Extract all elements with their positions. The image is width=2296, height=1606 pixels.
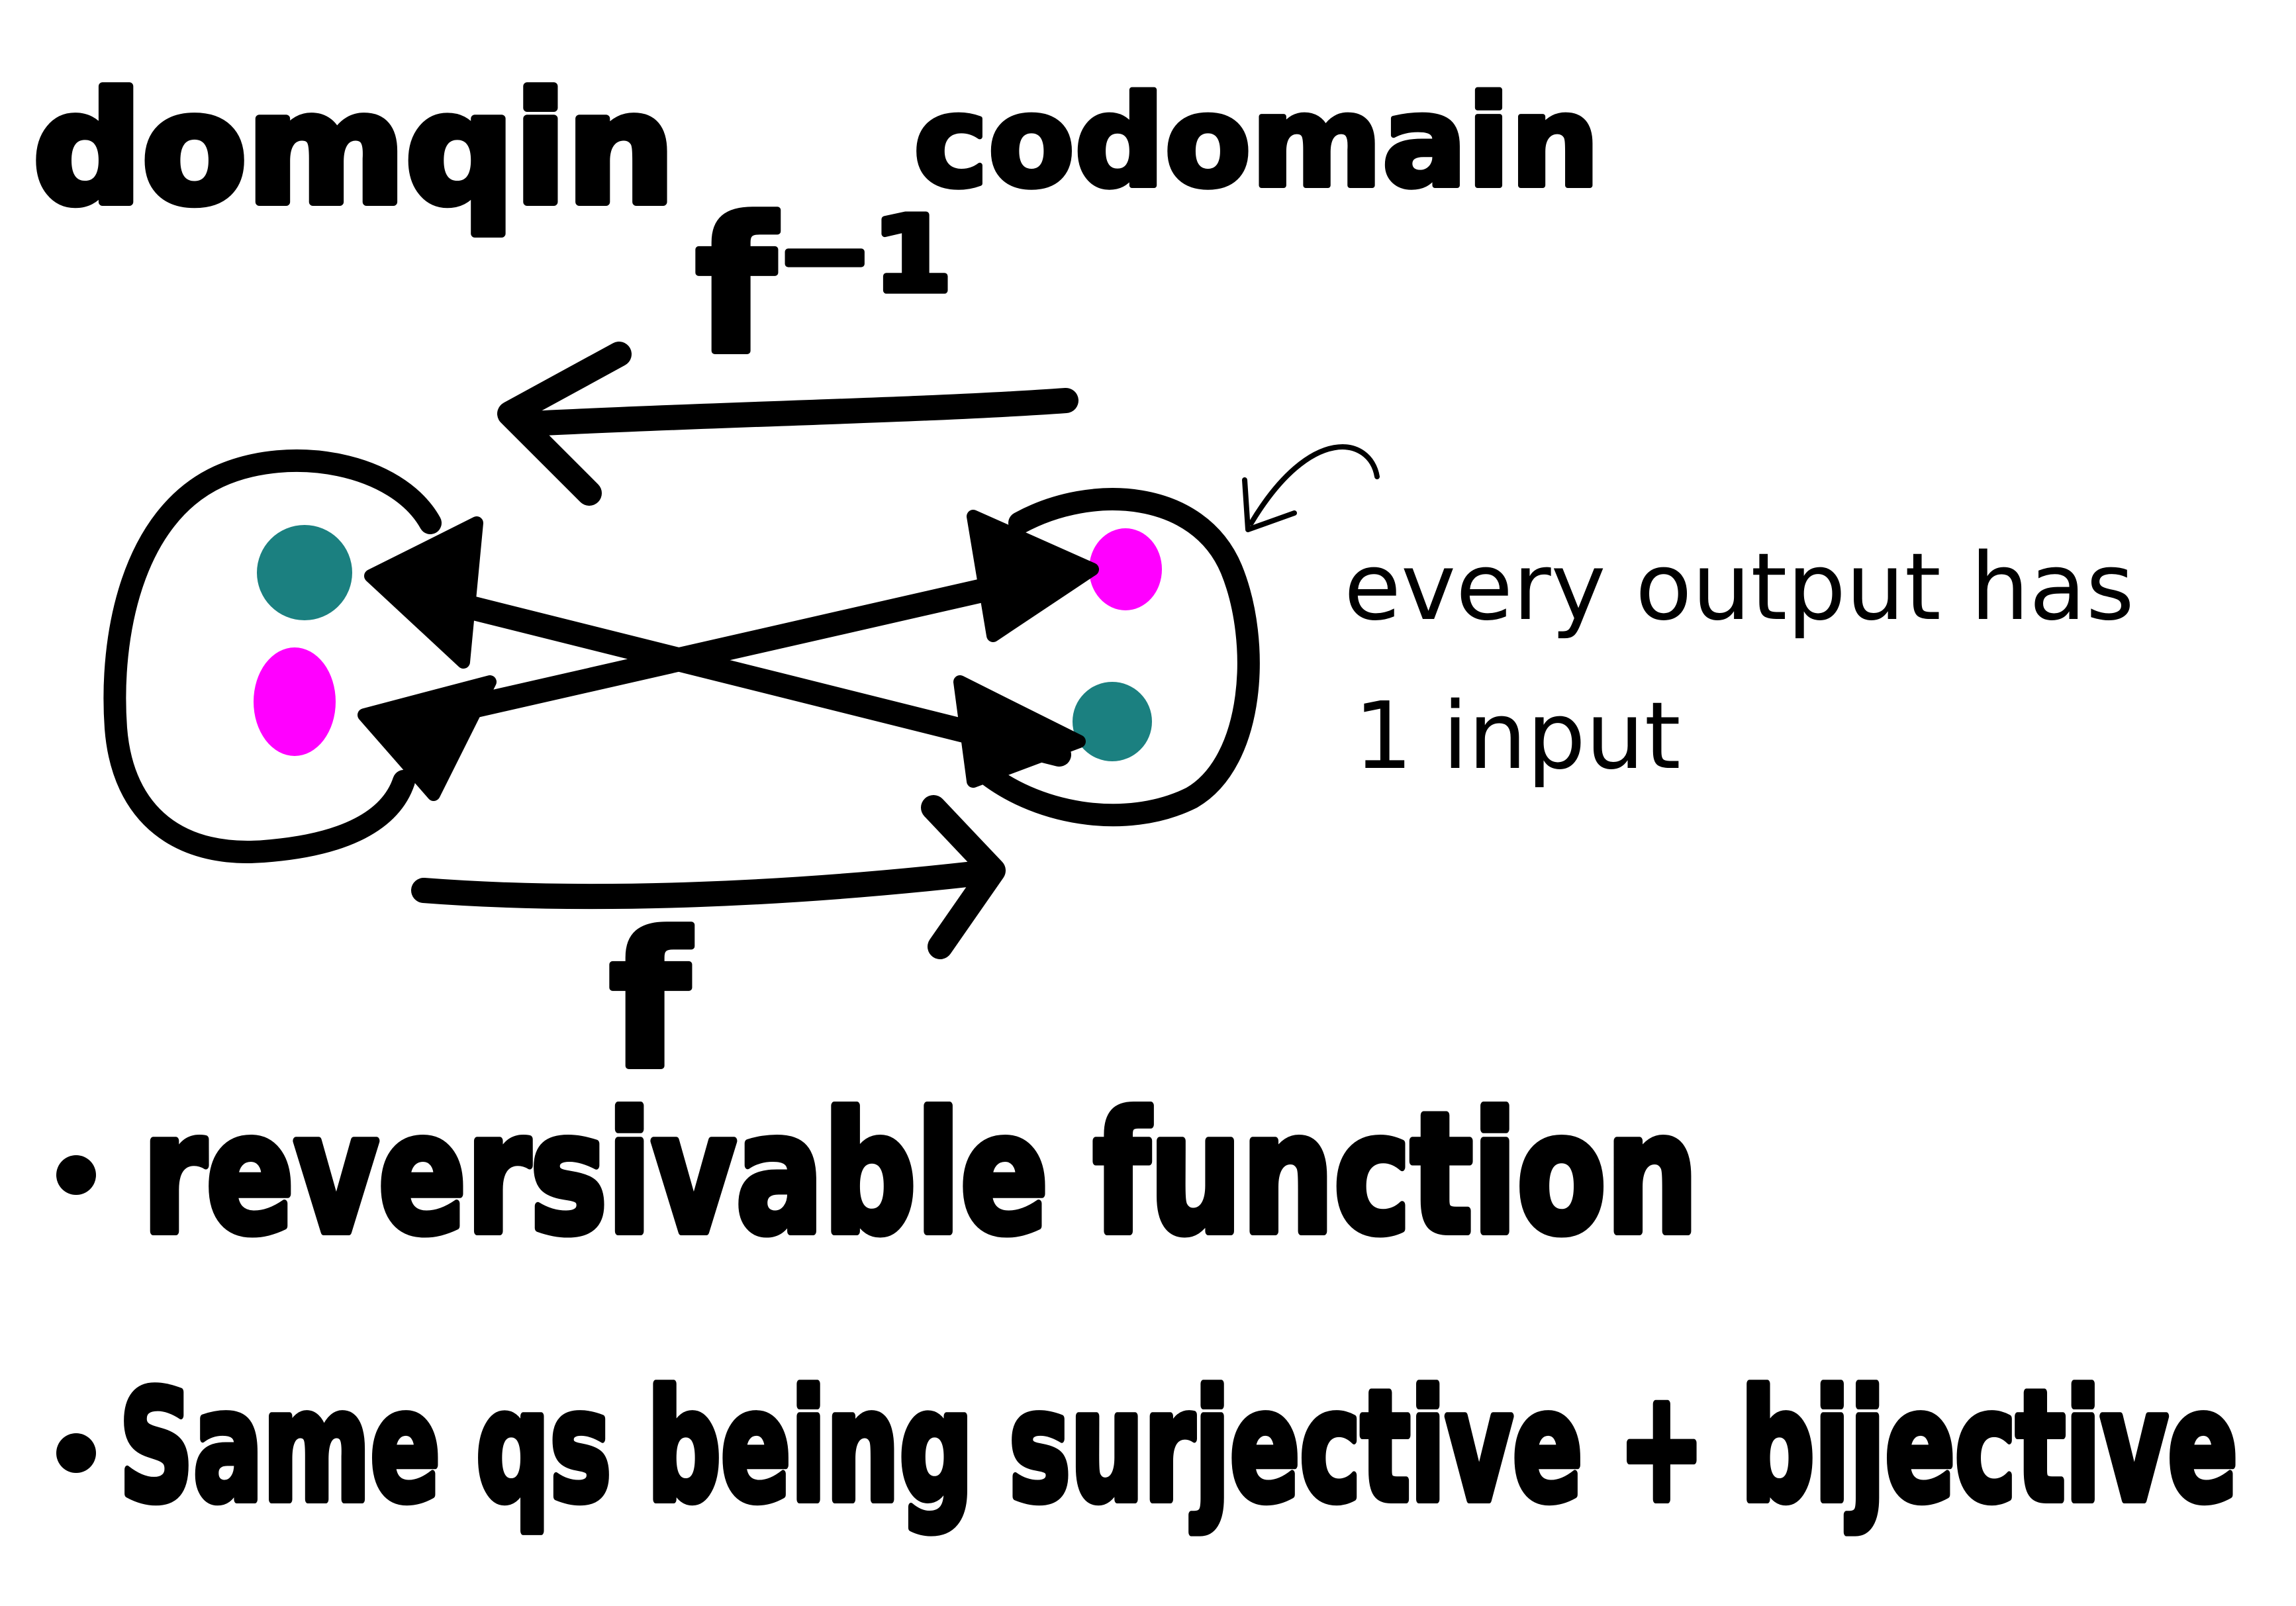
annotation-arrow-head: [1242, 477, 1297, 532]
mapping-line-1: [438, 590, 1071, 767]
f-arrow-head: [921, 795, 1006, 959]
f-label: f: [609, 894, 693, 1110]
domain-dot-magenta: [254, 647, 336, 756]
annotation-line-1: every output has: [1344, 534, 2134, 641]
domain-set: [103, 449, 442, 863]
codomain-label: codomain: [914, 69, 1600, 215]
bullet-1-text: reversivable function: [142, 1078, 1698, 1270]
annotation-arrow: [1249, 444, 1380, 526]
codomain-set: [969, 488, 1260, 827]
inverse-arrow-head: [497, 342, 632, 506]
bullet-dot-2: [56, 1433, 96, 1473]
domain-dot-teal: [257, 525, 352, 620]
annotation-line-2: 1 input: [1354, 683, 1681, 790]
codomain-dot-teal: [1073, 682, 1152, 761]
bullet-2-text: Same qs being surjective + bijective: [119, 1359, 2238, 1536]
inverse-arrow: [517, 388, 1078, 436]
codomain-arrowhead-bottom: [953, 675, 1086, 788]
bullet-dot-1: [56, 1155, 96, 1195]
domain-label: domqin: [33, 62, 675, 238]
mapping-line-2: [438, 564, 1058, 724]
f-arrow: [411, 861, 986, 910]
codomain-dot-magenta: [1089, 528, 1162, 610]
f-inverse-label: f⁻¹: [695, 179, 955, 395]
codomain-arrowhead-top: [967, 510, 1099, 642]
domain-arrowhead-bottom: [358, 675, 497, 801]
domain-arrowhead-top: [364, 516, 483, 669]
